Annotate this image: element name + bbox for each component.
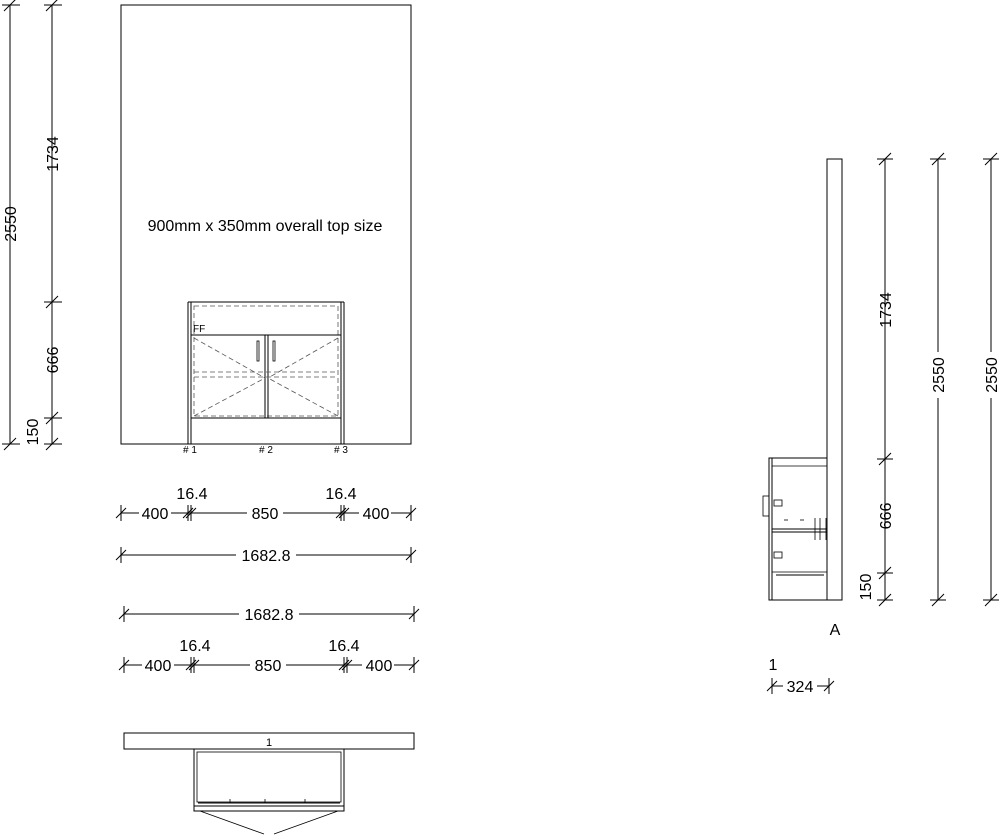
- right-vertical-dimensions: 1734 666 150 2550 2550: [858, 152, 1000, 607]
- dim-row2-overall: 1682.8: [245, 607, 294, 624]
- dim-left-overall: 2550: [3, 206, 20, 242]
- horizontal-dimensions-row1: 400 16.4 850 16.4 400 1682.8: [115, 486, 417, 565]
- dim-row1-right: 400: [363, 506, 390, 523]
- dim-right-upper: 1734: [878, 292, 895, 328]
- dim-right-overall-b: 2550: [984, 357, 1000, 393]
- dim-right-cabinet: 666: [878, 503, 895, 530]
- position-label-1: # 1: [183, 445, 197, 456]
- dim-row2-cabinet: 850: [255, 658, 282, 675]
- position-label-2: # 2: [259, 445, 273, 456]
- left-vertical-dimensions: 2550 1734 666 150: [2, 0, 62, 451]
- dim-row1-gap-right: 16.4: [325, 486, 356, 503]
- side-item-label: 1: [769, 657, 778, 674]
- plan-view: 1: [123, 732, 415, 835]
- ff-label: FF: [193, 324, 205, 335]
- door-handle-left: [256, 340, 260, 362]
- dim-right-overall-a: 2550: [931, 357, 948, 393]
- side-view-label: A: [830, 622, 841, 639]
- dim-row2-gap-right: 16.4: [328, 638, 359, 655]
- vanity-cabinet-front: FF: [187, 301, 345, 444]
- front-elevation: 900mm x 350mm overall top size FF # 1 # …: [120, 4, 412, 456]
- overall-top-size-note: 900mm x 350mm overall top size: [148, 218, 383, 235]
- dim-left-cabinet: 666: [45, 347, 62, 374]
- cabinet-plan: [193, 748, 345, 812]
- wall-panel: [120, 4, 412, 445]
- dim-row1-overall: 1682.8: [242, 548, 291, 565]
- dim-row1-gap-left: 16.4: [176, 486, 207, 503]
- position-label-3: # 3: [334, 445, 348, 456]
- dim-right-plinth: 150: [858, 574, 875, 601]
- dim-side-depth: 324: [787, 679, 814, 696]
- dim-left-upper: 1734: [45, 136, 62, 172]
- side-door-handle: [762, 495, 770, 517]
- dim-row2-left: 400: [145, 658, 172, 675]
- door-handle-right: [272, 340, 276, 362]
- dim-row2-right: 400: [366, 658, 393, 675]
- horizontal-dimensions-row2: 1682.8 400 16.4 850 16.4 400: [118, 606, 420, 675]
- dim-row2-gap-left: 16.4: [179, 638, 210, 655]
- dim-row1-left: 400: [142, 506, 169, 523]
- dim-left-plinth: 150: [25, 419, 42, 446]
- plan-item-label: 1: [266, 737, 272, 749]
- side-view: A 1 324: [762, 158, 843, 696]
- dim-row1-cabinet: 850: [252, 506, 279, 523]
- side-wall-panel: [826, 158, 843, 601]
